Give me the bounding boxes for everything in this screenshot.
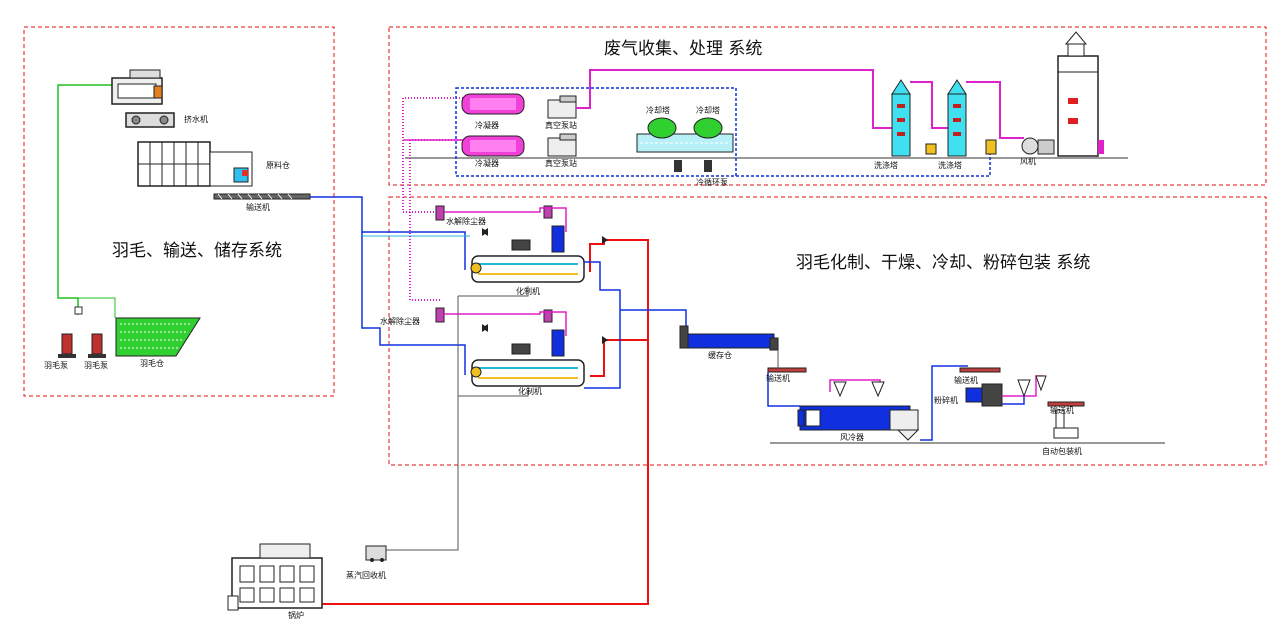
gas-pipe-pink-top bbox=[576, 69, 892, 129]
boiler-icon bbox=[227, 543, 323, 611]
water-separator-2-icon bbox=[435, 307, 553, 323]
chimney-icon bbox=[1057, 31, 1104, 157]
feather-pump-1-icon bbox=[58, 333, 76, 358]
label-auger-3: 输送机 bbox=[954, 376, 978, 385]
label-storage-bin: 缓存仓 bbox=[708, 351, 732, 360]
label-scrubber-2: 洗涤塔 bbox=[938, 161, 962, 170]
label-cooker-2: 化制机 bbox=[518, 387, 542, 396]
air-cooler-icon bbox=[797, 405, 920, 441]
label-condenser-2: 冷凝器 bbox=[475, 159, 499, 168]
label-feather-pump-2: 羽毛泵 bbox=[84, 361, 108, 370]
gas-pipe-pink-left bbox=[402, 97, 463, 213]
auger-conveyor-2-icon bbox=[767, 350, 807, 407]
product-pipe-blue bbox=[584, 261, 621, 389]
raw-bin-icon bbox=[137, 141, 253, 187]
pack-blue-pipe bbox=[1002, 386, 1025, 405]
label-water-sep-1: 水解除尘器 bbox=[446, 217, 486, 226]
label-scrubber-1: 洗涤塔 bbox=[874, 161, 898, 170]
steam-recovery-icon bbox=[365, 545, 387, 562]
section-title-feather-store: 羽毛、输送、储存系统 bbox=[112, 241, 282, 261]
feather-store-section-border bbox=[23, 26, 335, 397]
label-feather-pump-1: 羽毛泵 bbox=[44, 361, 68, 370]
cooling-loop-blue bbox=[455, 87, 737, 177]
washing-machine-icon bbox=[111, 69, 163, 105]
cyclone-2-icon bbox=[1017, 375, 1047, 398]
label-squeezer: 挤水机 bbox=[184, 115, 208, 124]
label-packer: 自动包装机 bbox=[1042, 447, 1082, 456]
cooker-1-icon bbox=[470, 225, 585, 283]
valve-icon bbox=[74, 306, 83, 315]
valve-icons bbox=[482, 228, 608, 344]
label-boiler: 锅炉 bbox=[288, 611, 304, 620]
cooker-pink-pipe-1 bbox=[444, 207, 567, 232]
scrubber-pump-2-icon bbox=[985, 139, 997, 155]
circulation-pump-icon bbox=[674, 160, 712, 172]
fan-icon bbox=[1021, 137, 1055, 155]
cooling-tower-icon bbox=[636, 117, 734, 153]
steam-recovery-line-3 bbox=[458, 390, 529, 397]
label-cooling-tower-1: 冷却塔 bbox=[646, 106, 670, 115]
feather-process-section-border bbox=[388, 196, 1267, 466]
label-vacuum-pump-2: 真空泵站 bbox=[545, 159, 577, 168]
storage-bin-icon bbox=[679, 325, 779, 351]
feather-pipe-green bbox=[57, 84, 112, 315]
cyclone-1-icon bbox=[833, 381, 885, 398]
packer-icon bbox=[1053, 409, 1079, 439]
section-title-feather-process: 羽毛化制、干燥、冷却、粉碎包装 系统 bbox=[796, 253, 1091, 273]
squeezer-icon bbox=[125, 112, 175, 128]
condenser-1-icon bbox=[461, 93, 525, 115]
water-separator-1-icon bbox=[435, 205, 553, 221]
crusher-blue-pipe bbox=[920, 365, 968, 441]
label-air-cooler: 风冷器 bbox=[840, 433, 864, 442]
section-title-waste-gas: 废气收集、处理 系统 bbox=[604, 39, 763, 59]
product-pipe-blue-2 bbox=[620, 309, 687, 334]
cooker-pink-pipe-2 bbox=[444, 311, 567, 336]
label-fan: 风机 bbox=[1020, 157, 1036, 166]
label-vacuum-pump-1: 真空泵站 bbox=[545, 121, 577, 130]
waste-gas-section-border bbox=[388, 26, 1267, 186]
label-auger-2: 输送机 bbox=[766, 374, 790, 383]
label-condenser-1: 冷凝器 bbox=[475, 121, 499, 130]
crusher-icon bbox=[959, 367, 1003, 407]
steam-pipe-red bbox=[290, 239, 649, 605]
vacuum-pump-1-icon bbox=[547, 95, 577, 119]
label-water-sep-2: 水解除尘器 bbox=[380, 317, 420, 326]
steam-pipe-red-2 bbox=[590, 339, 648, 377]
label-circ-pump: 冷循环泵 bbox=[696, 178, 728, 187]
cooling-loop-blue-2 bbox=[736, 150, 991, 177]
label-raw-bin: 原料仓 bbox=[266, 161, 290, 170]
condenser-2-icon bbox=[461, 135, 525, 157]
feather-bin-icon bbox=[115, 317, 201, 357]
scrubber-1-icon bbox=[891, 79, 911, 157]
gas-pipe-pink-mid bbox=[910, 81, 948, 129]
scrubber-2-icon bbox=[947, 79, 967, 157]
auger-conveyor-4-icon bbox=[1047, 401, 1085, 407]
vacuum-pump-2-icon bbox=[547, 133, 577, 157]
label-cooker-1: 化制机 bbox=[516, 287, 540, 296]
label-auger-1: 输送机 bbox=[246, 203, 270, 212]
steam-recovery-line-2 bbox=[458, 286, 529, 297]
label-steam-recovery: 蒸汽回收机 bbox=[346, 571, 386, 580]
feed-pipe-lower bbox=[361, 232, 466, 375]
label-feather-bin: 羽毛仓 bbox=[140, 359, 164, 368]
scrubber-pump-1-icon bbox=[925, 143, 937, 155]
feather-pipe-green-2 bbox=[78, 297, 116, 318]
auger-conveyor-1-icon bbox=[213, 193, 311, 200]
cooker-2-icon bbox=[470, 329, 585, 387]
gas-pipe-pink-right bbox=[966, 81, 1024, 139]
label-crusher: 粉碎机 bbox=[934, 396, 958, 405]
steam-recovery-line bbox=[380, 296, 459, 551]
feather-pump-2-icon bbox=[88, 333, 106, 358]
label-cooling-tower-2: 冷却塔 bbox=[696, 106, 720, 115]
label-auger-4: 输送机 bbox=[1050, 406, 1074, 415]
